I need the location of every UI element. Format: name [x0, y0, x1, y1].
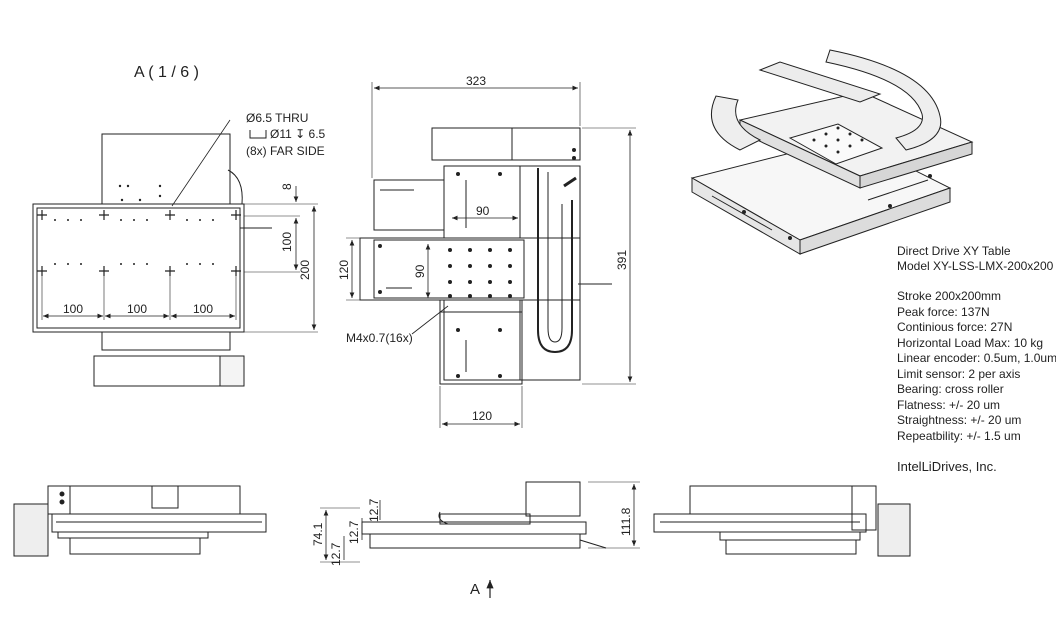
counterbore-icon [249, 130, 267, 139]
spec-line: Repeatbility: +/- 1.5 um [897, 429, 1021, 443]
center-view-holes [378, 148, 576, 378]
dim-100-h3: 100 [193, 302, 213, 316]
iso-holes [742, 126, 932, 240]
company-name: IntelLiDrives, Inc. [897, 459, 997, 474]
dim-100-h2: 100 [127, 302, 147, 316]
dim-90-vertical: 90 [413, 264, 427, 278]
hole-note-line1: Ø6.5 THRU [246, 111, 308, 125]
thread-note: M4x0.7(16x) [346, 331, 413, 345]
spec-line: Continious force: 27N [897, 320, 1012, 334]
spec-line: Linear encoder: 0.5um, 1.0um [897, 351, 1056, 365]
dim-8: 8 [280, 183, 294, 190]
bottom-left-view [13, 485, 267, 557]
dim-120-vertical: 120 [337, 260, 351, 280]
dim-111-8: 111.8 [619, 507, 633, 536]
spec-line: Horizontal Load Max: 10 kg [897, 336, 1043, 350]
spec-line: Peak force: 137N [897, 305, 990, 319]
dim-100-vertical: 100 [280, 232, 294, 252]
spec-line: Stroke 200x200mm [897, 289, 1001, 303]
spec-title: Direct Drive XY Table [897, 244, 1011, 258]
spec-line: Flatness: +/- 20 um [897, 398, 1000, 412]
center-view [346, 82, 636, 428]
isometric-view [690, 49, 974, 255]
dim-12-7-c: 12.7 [367, 498, 381, 522]
dim-12-7-a: 12.7 [329, 542, 343, 566]
left-view [32, 119, 318, 387]
dim-323: 323 [466, 74, 486, 88]
bottom-center-view [320, 481, 640, 598]
dim-120-horizontal: 120 [472, 409, 492, 423]
spec-line: Limit sensor: 2 per axis [897, 367, 1020, 381]
dim-200: 200 [298, 260, 312, 280]
dim-391: 391 [615, 250, 629, 270]
dim-100-h1: 100 [63, 302, 83, 316]
dim-74-1: 74.1 [311, 522, 325, 546]
view-arrow-label: A [470, 581, 480, 598]
spec-list: Stroke 200x200mm Peak force: 137N Contin… [897, 289, 1056, 443]
spec-model: Model XY-LSS-LMX-200x200 [897, 259, 1054, 273]
left-view-dots [54, 184, 214, 265]
hole-note-line3: (8x) FAR SIDE [246, 144, 325, 158]
dim-12-7-b: 12.7 [347, 520, 361, 544]
bottom-right-view [653, 485, 911, 557]
spec-line: Bearing: cross roller [897, 382, 1004, 396]
view-label: A ( 1 / 6 ) [134, 64, 199, 81]
spec-line: Straightness: +/- 20 um [897, 413, 1021, 427]
dim-90-horizontal: 90 [476, 204, 490, 218]
hole-note-line2: Ø11 ↧ 6.5 [270, 127, 326, 141]
